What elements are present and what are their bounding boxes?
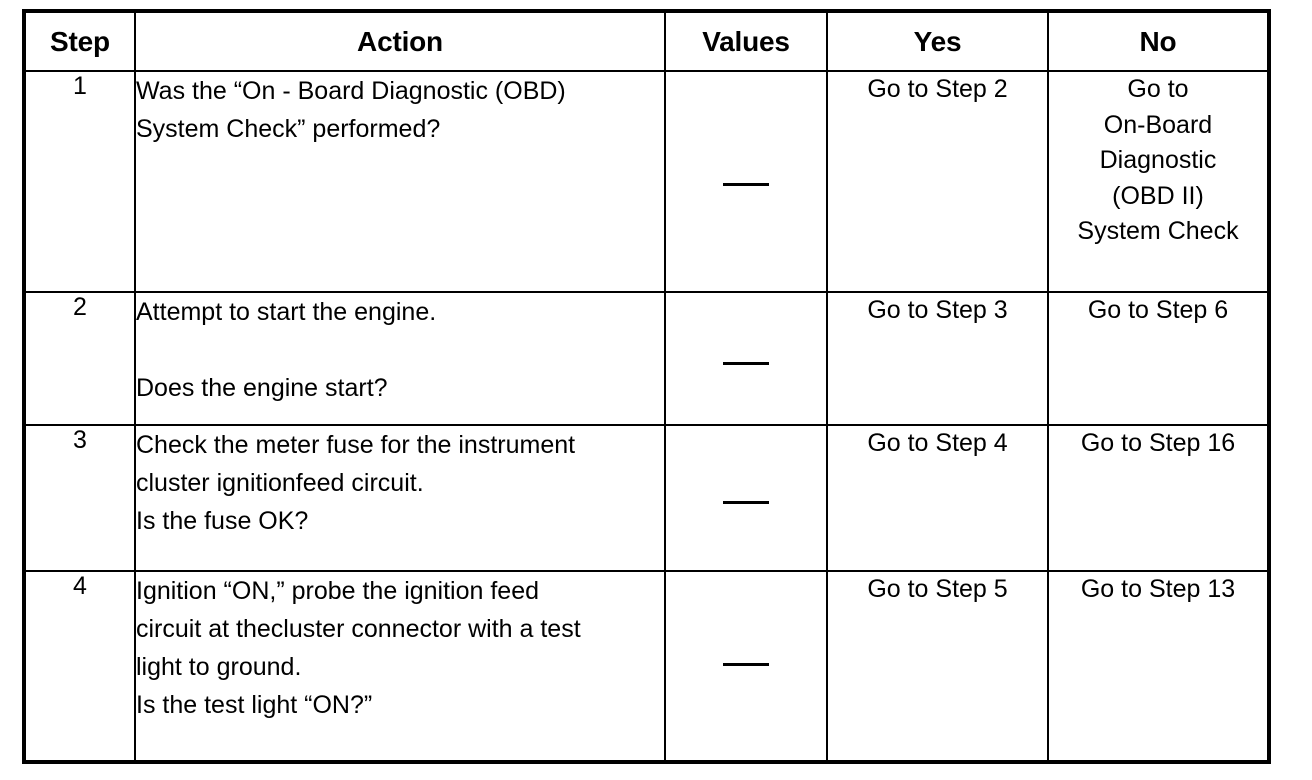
no-line: System Check bbox=[1077, 217, 1239, 245]
column-header-action: Action bbox=[134, 11, 666, 72]
diagnostic-step-table: Step Action Values Yes No 1 Was the “On … bbox=[22, 9, 1271, 764]
column-header-no: No bbox=[1047, 11, 1269, 72]
no-line: Go to bbox=[1127, 75, 1189, 103]
cell-action: Check the meter fuse for the instrument … bbox=[134, 424, 666, 572]
cell-no: Go to Step 6 bbox=[1047, 291, 1269, 426]
cell-yes: Go to Step 4 bbox=[826, 424, 1049, 572]
cell-yes: Go to Step 3 bbox=[826, 291, 1049, 426]
action-line: Was the “On - Board Diagnostic (OBD) bbox=[136, 77, 566, 105]
table-row: 2 Attempt to start the engine. Does the … bbox=[24, 291, 1269, 426]
em-dash-icon bbox=[723, 663, 769, 667]
action-line: circuit at thecluster connector with a t… bbox=[136, 615, 581, 643]
no-line: (OBD II) bbox=[1112, 181, 1204, 210]
action-line: cluster ignitionfeed circuit. bbox=[136, 469, 424, 497]
action-line: Is the test light “ON?” bbox=[136, 691, 373, 719]
values-dash-wrap bbox=[666, 572, 826, 674]
table-row: 3 Check the meter fuse for the instrumen… bbox=[24, 424, 1269, 572]
cell-no: Go to Step 16 bbox=[1047, 424, 1269, 572]
cell-yes: Go to Step 5 bbox=[826, 570, 1049, 762]
no-line: Go to Step 13 bbox=[1080, 575, 1236, 603]
cell-step: 4 bbox=[24, 570, 136, 762]
table-body: 1 Was the “On - Board Diagnostic (OBD) S… bbox=[24, 70, 1269, 762]
column-header-step: Step bbox=[24, 11, 136, 72]
yes-line: Go to Step 2 bbox=[867, 75, 1008, 103]
action-line: light to ground. bbox=[136, 653, 302, 681]
cell-step: 2 bbox=[24, 291, 136, 426]
action-line: Ignition “ON,” probe the ignition feed bbox=[136, 577, 540, 605]
action-line: Check the meter fuse for the instrument bbox=[136, 431, 576, 459]
action-line-blank bbox=[136, 331, 664, 369]
cell-yes: Go to Step 2 bbox=[826, 70, 1049, 293]
column-header-yes: Yes bbox=[826, 11, 1049, 72]
values-dash-wrap bbox=[666, 293, 826, 373]
cell-action: Ignition “ON,” probe the ignition feed c… bbox=[134, 570, 666, 762]
yes-line: Go to Step 5 bbox=[867, 575, 1008, 603]
cell-action: Attempt to start the engine. Does the en… bbox=[134, 291, 666, 426]
action-line: Attempt to start the engine. bbox=[136, 298, 437, 326]
cell-values bbox=[664, 570, 828, 762]
em-dash-icon bbox=[723, 501, 769, 505]
values-dash-wrap bbox=[666, 72, 826, 194]
no-line: On-Board bbox=[1103, 110, 1213, 139]
cell-step: 3 bbox=[24, 424, 136, 572]
action-line: Does the engine start? bbox=[136, 374, 388, 402]
no-line: Go to Step 16 bbox=[1080, 429, 1236, 457]
table-row: 1 Was the “On - Board Diagnostic (OBD) S… bbox=[24, 70, 1269, 293]
cell-values bbox=[664, 291, 828, 426]
cell-no: Go to On-Board Diagnostic (OBD II) Syste… bbox=[1047, 70, 1269, 293]
action-line: System Check” performed? bbox=[136, 115, 441, 143]
yes-line: Go to Step 4 bbox=[867, 429, 1008, 457]
column-header-values: Values bbox=[664, 11, 828, 72]
table-header: Step Action Values Yes No bbox=[24, 11, 1269, 72]
table-header-row: Step Action Values Yes No bbox=[24, 11, 1269, 72]
cell-values bbox=[664, 424, 828, 572]
cell-values bbox=[664, 70, 828, 293]
cell-step: 1 bbox=[24, 70, 136, 293]
em-dash-icon bbox=[723, 362, 769, 366]
cell-action: Was the “On - Board Diagnostic (OBD) Sys… bbox=[134, 70, 666, 293]
no-line: Diagnostic bbox=[1099, 146, 1217, 174]
em-dash-icon bbox=[723, 183, 769, 187]
yes-line: Go to Step 3 bbox=[867, 296, 1008, 324]
table-row: 4 Ignition “ON,” probe the ignition feed… bbox=[24, 570, 1269, 762]
no-line: Go to Step 6 bbox=[1087, 296, 1229, 324]
action-line: Is the fuse OK? bbox=[136, 507, 309, 535]
values-dash-wrap bbox=[666, 426, 826, 512]
cell-no: Go to Step 13 bbox=[1047, 570, 1269, 762]
